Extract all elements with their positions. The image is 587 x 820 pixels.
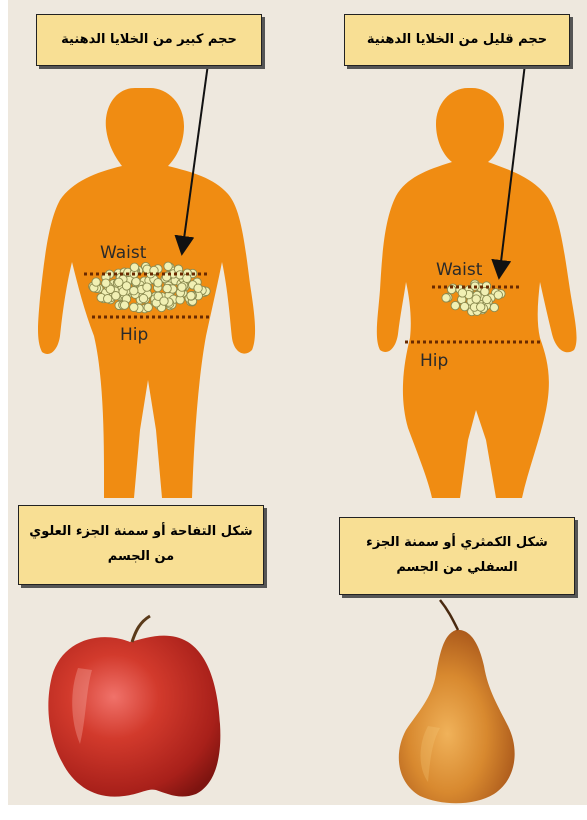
fat-cell — [458, 289, 466, 297]
fat-cell — [115, 278, 123, 286]
fat-cell — [483, 295, 491, 303]
fat-cell — [92, 278, 100, 286]
fat-cell — [494, 291, 502, 299]
pear-image — [399, 600, 515, 803]
right-hip-label: Hip — [420, 351, 448, 371]
fat-cell — [132, 277, 140, 285]
fat-cell — [164, 262, 172, 270]
fat-cell — [481, 287, 489, 295]
fat-cell — [460, 302, 468, 310]
fat-cell — [451, 301, 459, 309]
small-fat-cells-label: حجم قليل من الخلايا الدهنية — [344, 14, 570, 66]
pear-shape-label: شكل الكمثري أو سمنة الجزء السفلي من الجس… — [339, 517, 575, 595]
fat-cell — [143, 283, 151, 291]
fat-cell — [130, 303, 138, 311]
fat-cell — [178, 283, 186, 291]
fat-cell — [442, 294, 450, 302]
fat-cell — [122, 282, 130, 290]
fat-cell — [472, 295, 480, 303]
fat-cell — [144, 303, 152, 311]
apple-image — [48, 616, 220, 797]
fat-cell — [104, 295, 112, 303]
fat-cell — [120, 301, 128, 309]
fat-cell — [102, 279, 110, 287]
fat-cell — [194, 284, 202, 292]
fat-cell — [477, 303, 485, 311]
left-hip-label: Hip — [120, 325, 148, 345]
left-waist-label: Waist — [100, 243, 147, 263]
apple-shape-label: شكل التفاحة أو سمنة الجزء العلوي من الجس… — [18, 505, 264, 585]
fat-cell — [187, 292, 195, 300]
fat-cell — [154, 279, 162, 287]
large-fat-cells-label: حجم كبير من الخلايا الدهنية — [36, 14, 262, 66]
fat-cell — [139, 294, 147, 302]
right-waist-label: Waist — [436, 260, 483, 280]
fat-cell — [163, 284, 171, 292]
fat-cell — [130, 263, 138, 271]
fat-cell — [160, 297, 168, 305]
